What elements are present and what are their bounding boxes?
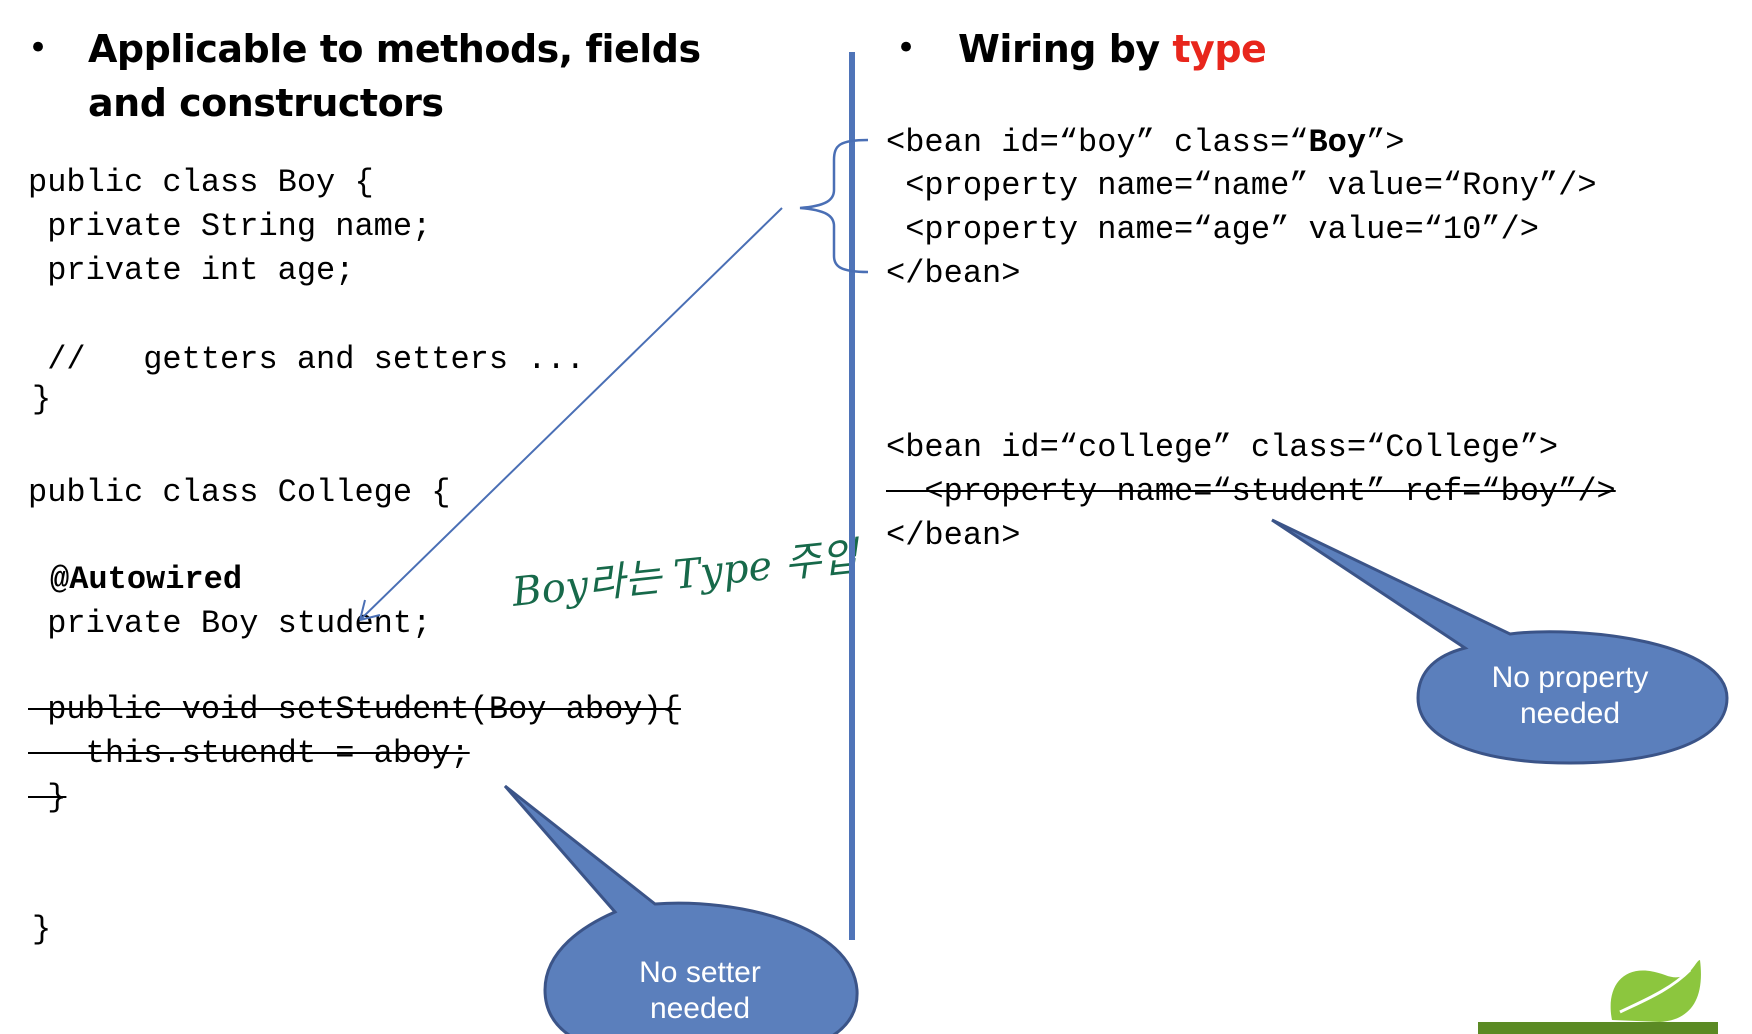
arrowhead-icon bbox=[359, 599, 381, 621]
xml-prop-name: <property name=“name” value=“Rony”/> bbox=[886, 167, 1597, 204]
xml-bean1-class: Boy bbox=[1308, 124, 1367, 161]
heading-right-accent: type bbox=[1172, 27, 1267, 71]
code-boy-close: } bbox=[32, 381, 52, 418]
code-boy-class: public class Boy { bbox=[28, 164, 374, 201]
curly-brace bbox=[799, 138, 869, 274]
xml-prop-age: <property name=“age” value=“10”/> bbox=[886, 211, 1539, 248]
spring-logo-stem bbox=[1619, 968, 1692, 1014]
callout-no-property-text: No property needed bbox=[1491, 661, 1649, 730]
code-setter-close: } bbox=[28, 779, 67, 816]
xml-bean1-open: <bean id=“boy” class=“Boy”> bbox=[886, 123, 1404, 163]
heading-right: Wiring by type bbox=[958, 22, 1267, 76]
bullet-right: • bbox=[896, 28, 917, 68]
xml-prop-student: <property name=“student” ref=“boy”/> bbox=[886, 473, 1616, 510]
spring-logo-wordmark bbox=[1478, 1022, 1718, 1034]
heading-left-line1: Applicable to methods, fields bbox=[88, 27, 701, 71]
heading-right-prefix: Wiring by bbox=[958, 27, 1173, 71]
code-boy-name: private String name; bbox=[28, 208, 432, 245]
arrow-line bbox=[359, 207, 783, 621]
heading-left-line2: and constructors bbox=[88, 81, 444, 125]
xml-bean1-post: ”> bbox=[1366, 124, 1405, 161]
code-boy-comment: // getters and setters ... bbox=[28, 341, 585, 378]
xml-bean2-open: <bean id=“college” class=“College”> bbox=[886, 429, 1559, 466]
code-field: private Boy student; bbox=[28, 605, 432, 642]
code-college-class: public class College { bbox=[28, 474, 451, 511]
xml-bean1-pre: <bean id=“boy” class=“ bbox=[886, 124, 1309, 161]
code-boy-age: private int age; bbox=[28, 252, 355, 289]
code-setter-open: public void setStudent(Boy aboy){ bbox=[28, 691, 681, 728]
xml-bean1-close: </bean> bbox=[886, 255, 1021, 292]
spring-logo-icon bbox=[1610, 960, 1701, 1022]
code-setter-body: this.stuendt = aboy; bbox=[28, 735, 470, 772]
xml-bean2-close: </bean> bbox=[886, 517, 1021, 554]
callout-no-property-shape bbox=[1271, 518, 1729, 765]
code-college-close: } bbox=[32, 911, 52, 948]
callout-no-setter-text: No setter needed bbox=[639, 956, 761, 1025]
bullet-left: • bbox=[28, 28, 49, 68]
callout-no-setter-shape bbox=[503, 784, 859, 1034]
code-autowired: @Autowired bbox=[50, 561, 243, 598]
